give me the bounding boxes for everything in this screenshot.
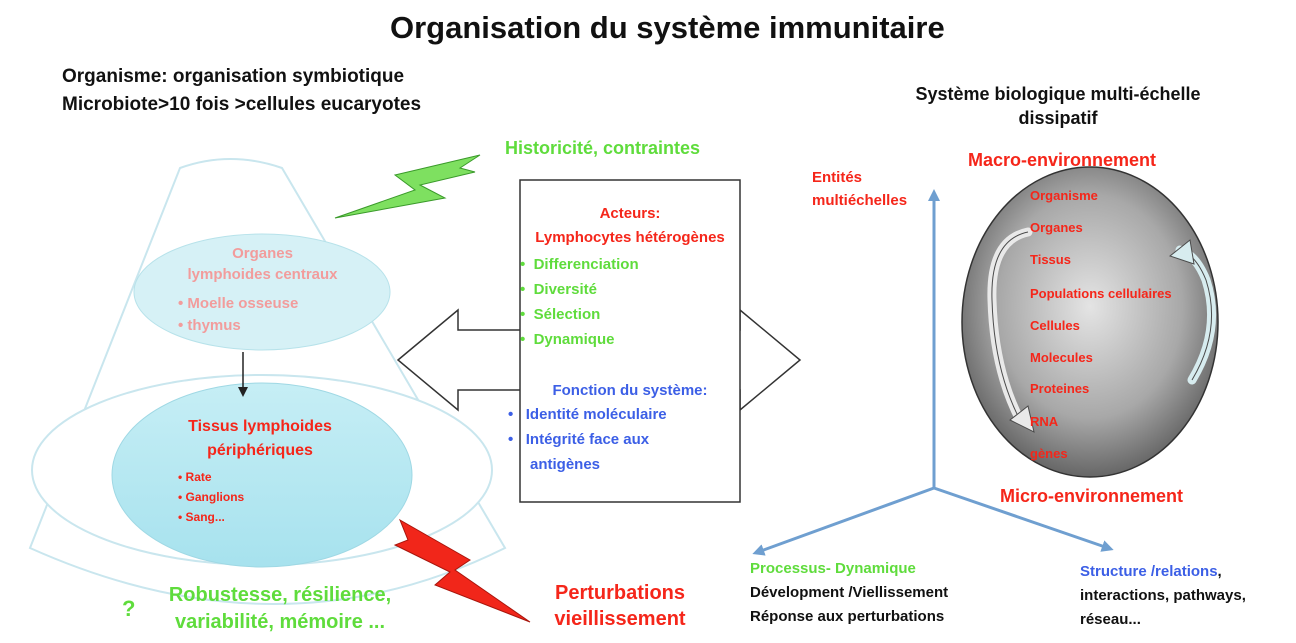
micro-environment-label: Micro-environnement xyxy=(1000,486,1184,506)
central-organs-item-1: • Moelle osseuse xyxy=(178,295,299,312)
actors-title-2: Lymphocytes hétérogènes xyxy=(535,229,725,246)
scale-level-tissus: Tissus xyxy=(1030,252,1071,267)
structure-line2: interactions, pathways, xyxy=(1080,587,1246,604)
curved-arrow-left-head xyxy=(1009,405,1035,433)
macro-environment-label: Macro-environnement xyxy=(968,150,1157,170)
structure-line1: Structure /relations, xyxy=(1080,563,1222,580)
red-lightning-icon xyxy=(393,518,531,623)
perturbations-line1: Perturbations xyxy=(554,582,686,604)
peripheral-tissues-title-2: périphériques xyxy=(207,442,313,459)
actor-item-2: • Diversité xyxy=(520,281,597,298)
function-title: Fonction du système: xyxy=(552,382,708,399)
robustesse-line2: variabilité, mémoire ... xyxy=(174,611,386,633)
historicite-label: Historicité, contraintes xyxy=(505,138,701,158)
axis-left xyxy=(752,486,935,556)
scale-level-molecules: Molecules xyxy=(1030,350,1093,365)
actor-item-3: • Sélection xyxy=(520,306,601,323)
processus-line3: Réponse aux perturbations xyxy=(750,608,945,625)
peripheral-tissues-ellipse xyxy=(111,382,413,568)
perturbations-line2: vieillissement xyxy=(554,608,686,630)
right-header-line1: Système biologique multi-échelle xyxy=(915,84,1201,104)
peripheral-item-2: • Ganglions xyxy=(178,490,245,504)
scale-level-organisme: Organisme xyxy=(1030,188,1098,203)
question-mark: ? xyxy=(122,596,136,621)
scale-level-rna: RNA xyxy=(1030,414,1059,429)
entites-line1: Entités xyxy=(812,169,863,186)
curved-arrow-right-head xyxy=(1168,239,1195,265)
scale-level-organes: Organes xyxy=(1030,220,1083,235)
scale-level-proteines: Proteines xyxy=(1030,381,1090,396)
entites-line2: multiéchelles xyxy=(812,192,908,209)
peripheral-tissues-title-1: Tissus lymphoides xyxy=(188,418,332,435)
central-organs-ellipse xyxy=(133,233,391,351)
function-item-1: • Identité moléculaire xyxy=(508,406,667,423)
processus-line1: Processus- Dynamique xyxy=(750,560,916,577)
right-header-line2: dissipatif xyxy=(1018,108,1098,128)
actor-item-4: • Dynamique xyxy=(520,331,615,348)
left-header-line2: Microbiote>10 fois >cellules eucaryotes xyxy=(62,94,422,115)
center-box xyxy=(519,179,741,503)
page-title: Organisation du système immunitaire xyxy=(390,10,945,45)
scale-sphere xyxy=(961,166,1219,478)
structure-line3: réseau... xyxy=(1080,611,1141,628)
processus-line2: Dévelopment /Viellissement xyxy=(750,584,949,601)
scale-level-populations: Populations cellulaires xyxy=(1030,286,1172,301)
central-organs-title-1: Organes xyxy=(232,245,293,262)
green-lightning-icon xyxy=(334,154,481,219)
function-item-2: • Intégrité face aux xyxy=(508,431,650,448)
central-organs-item-2: • thymus xyxy=(178,317,241,334)
central-organs-title-2: lymphoides centraux xyxy=(187,266,338,283)
actors-title-1: Acteurs: xyxy=(599,205,661,222)
axis-right xyxy=(933,486,1114,552)
scale-level-genes: gènes xyxy=(1030,446,1068,461)
actor-item-1: • Differenciation xyxy=(520,256,639,273)
left-header-line1: Organisme: organisation symbiotique xyxy=(62,66,405,87)
peripheral-item-3: • Sang... xyxy=(178,510,225,524)
function-item-3: antigènes xyxy=(530,456,601,473)
robustesse-line1: Robustesse, résilience, xyxy=(168,584,392,606)
peripheral-item-1: • Rate xyxy=(178,470,212,484)
scale-level-cellules: Cellules xyxy=(1030,318,1080,333)
